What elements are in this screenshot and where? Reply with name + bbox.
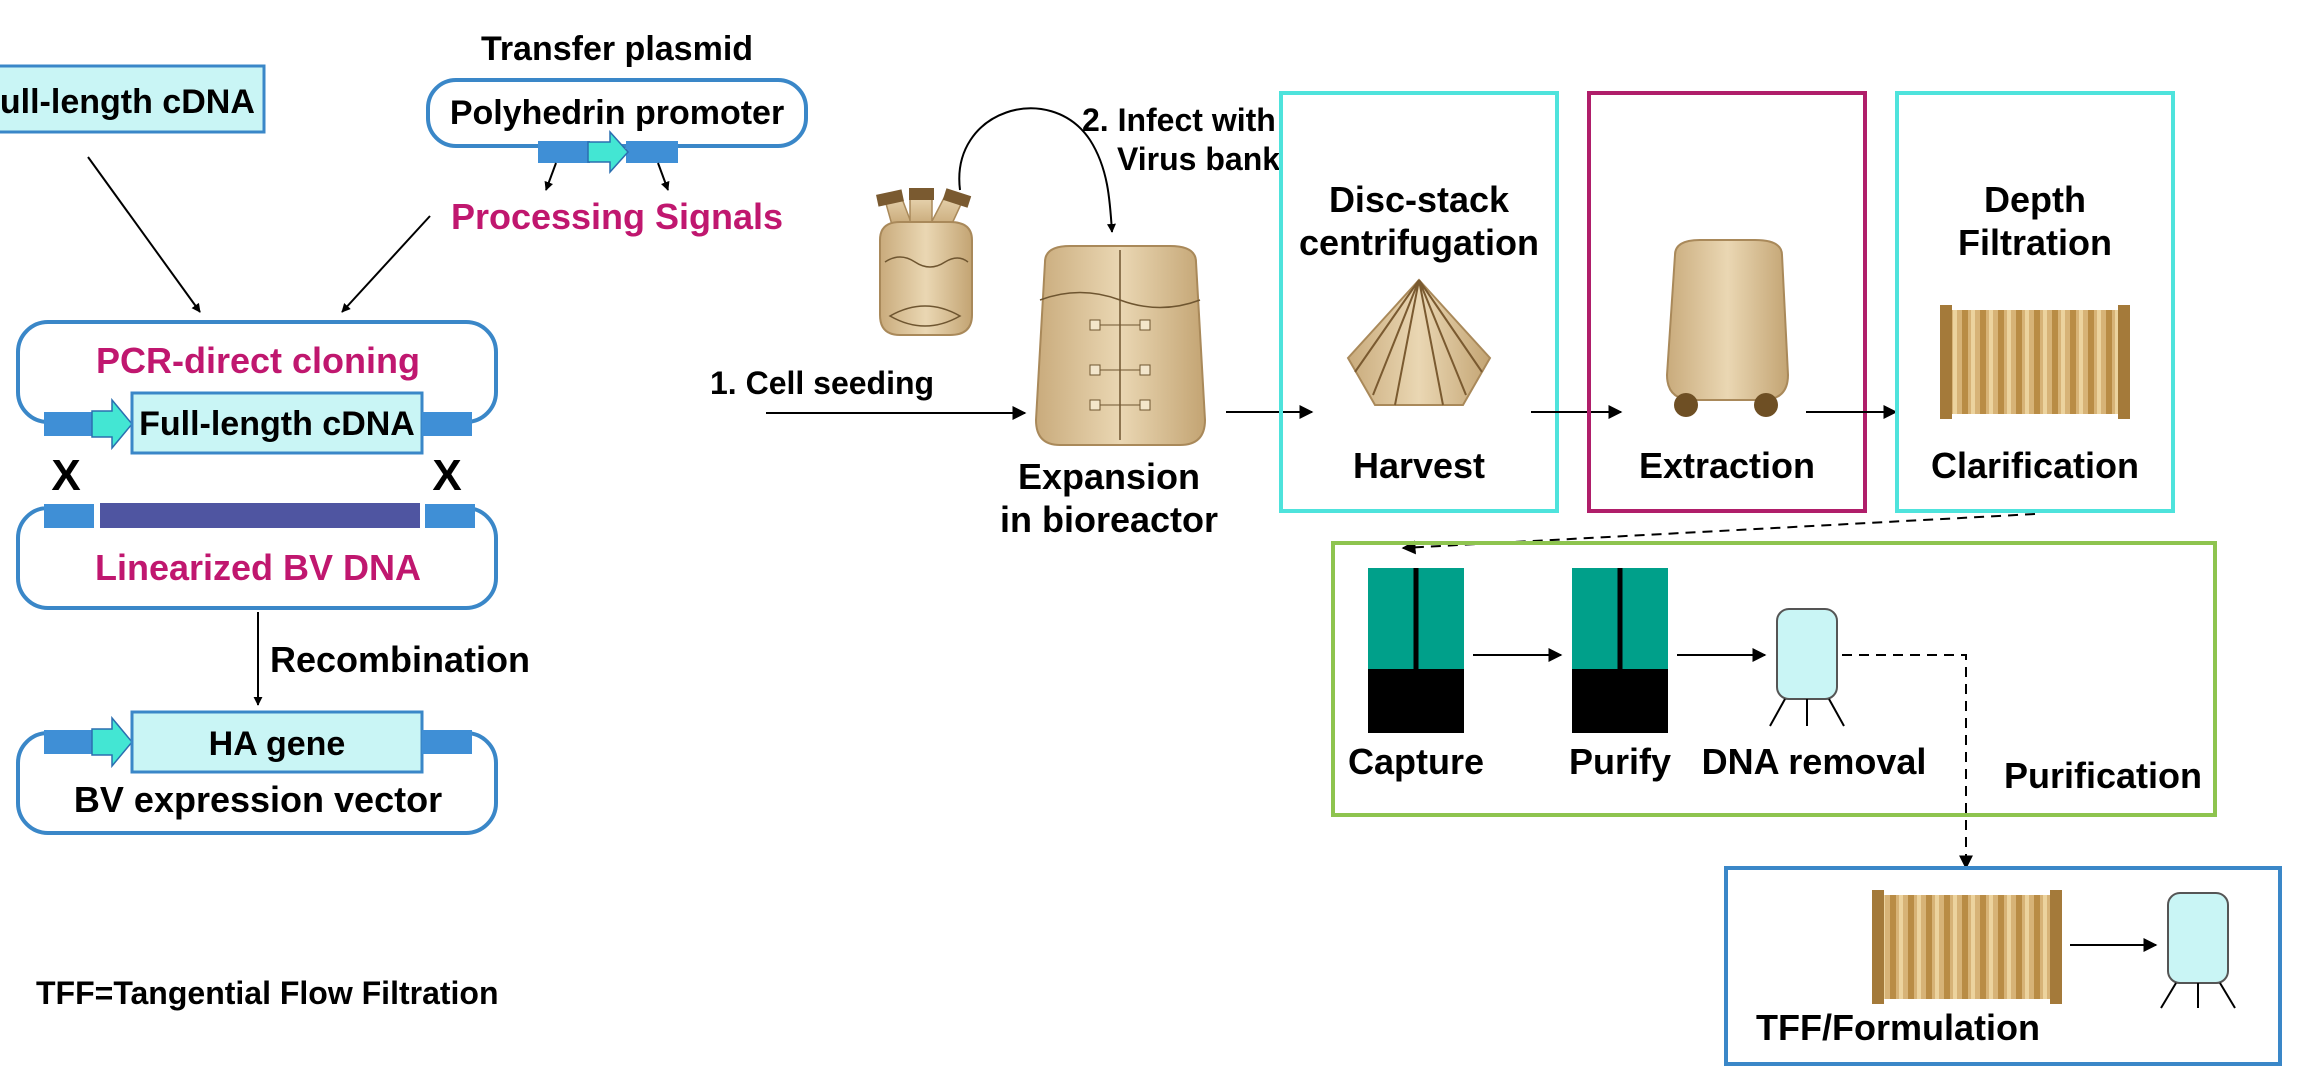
pcr-direct-cloning-label: PCR-direct cloning: [96, 340, 420, 381]
extraction-stage: Extraction: [1587, 91, 1867, 513]
expansion-label-line1: Expansion: [1018, 456, 1200, 497]
chromatography-column-icon: [1368, 568, 1464, 733]
chromatography-column-icon: [1572, 568, 1668, 733]
crossover-right-mark: X: [432, 451, 461, 500]
disc-stack-centrifuge-icon: [1346, 278, 1492, 406]
crossover-left-mark: X: [51, 451, 80, 500]
upstream-section: 2. Infect with Virus bank 1. Cell seedin…: [710, 102, 1314, 540]
purification-stage: Capture Purify DNA removal Purification: [1331, 541, 2217, 817]
infect-arrow: [958, 107, 1116, 233]
promoter-arrow-icon: [91, 397, 133, 451]
harvest-stage: Disc-stack centrifugation Harvest: [1279, 91, 1559, 513]
cdna-to-cloning-arrow: [87, 156, 201, 313]
linearized-bv-dna-label: Linearized BV DNA: [95, 547, 421, 588]
infect-label-line1: 2. Infect with: [1082, 102, 1276, 138]
pcr-cloning-loop: [16, 320, 498, 424]
bioreactor-icon: [1034, 245, 1207, 446]
purify-label: Purify: [1569, 741, 1671, 782]
cdna-insert-label: Full-length cDNA: [139, 405, 415, 443]
tff-cartridge-icon: [1872, 890, 2062, 1004]
capture-label: Capture: [1348, 741, 1484, 782]
clarification-box: [1895, 91, 2175, 513]
bv-dna-bar: [100, 503, 420, 528]
promoter-arrow-icon: [91, 715, 133, 769]
tff-formulation-box: [1724, 866, 2282, 1066]
recombination-label: Recombination: [270, 639, 530, 680]
bv-expression-vector-label: BV expression vector: [74, 779, 442, 820]
disc-stack-label-line2: centrifugation: [1299, 222, 1539, 263]
depth-filtration-label-line1: Depth: [1984, 179, 2086, 220]
harvest-label: Harvest: [1353, 445, 1485, 486]
depth-filter-icon: [1940, 305, 2130, 419]
depth-filtration-label-line2: Filtration: [1958, 222, 2112, 263]
extraction-vessel-icon: [1665, 239, 1790, 417]
cdna-insert-box: [130, 391, 424, 455]
clarification-label: Clarification: [1931, 445, 2139, 486]
storage-tank-icon: [2160, 892, 2236, 1009]
storage-tank-icon: [1769, 608, 1845, 727]
shake-flask-icon: [876, 188, 973, 336]
expression-vector-loop: [16, 731, 498, 835]
ha-gene-label: HA gene: [209, 725, 346, 763]
tff-footnote: TFF=Tangential Flow Filtration: [36, 975, 499, 1011]
processing-signals-label: Processing Signals: [451, 196, 783, 237]
cdna-box-label: Full-length cDNA: [0, 83, 255, 121]
cloning-section: Full-length cDNA Transfer plasmid Polyhe…: [0, 30, 808, 1011]
cdna-box: [0, 64, 266, 134]
purification-label: Purification: [2004, 755, 2202, 796]
tff-formulation-label: TFF/Formulation: [1756, 1007, 2040, 1048]
purification-to-tff-arrow: [1842, 654, 1973, 870]
disc-stack-label-line1: Disc-stack: [1329, 179, 1510, 220]
clarification-stage: Depth Filtration Clarification: [1895, 91, 2175, 513]
promoter-arrow-icon: [587, 130, 630, 174]
tff-formulation-stage: TFF/Formulation: [1724, 866, 2282, 1066]
harvest-box: [1279, 91, 1559, 513]
extraction-label: Extraction: [1639, 445, 1815, 486]
plasmid-to-cloning-arrow: [341, 215, 431, 313]
transfer-plasmid-title: Transfer plasmid: [481, 30, 753, 68]
extraction-box: [1587, 91, 1867, 513]
expansion-label-line2: in bioreactor: [1000, 499, 1218, 540]
dna-removal-label: DNA removal: [1702, 741, 1927, 782]
infect-label-line2: Virus bank: [1117, 141, 1280, 177]
polyhedrin-promoter-label: Polyhedrin promoter: [450, 94, 784, 132]
transfer-plasmid-genes: [538, 130, 678, 191]
cell-seeding-label: 1. Cell seeding: [710, 365, 934, 401]
purification-box: [1331, 541, 2217, 817]
ha-gene-box: [130, 710, 424, 774]
